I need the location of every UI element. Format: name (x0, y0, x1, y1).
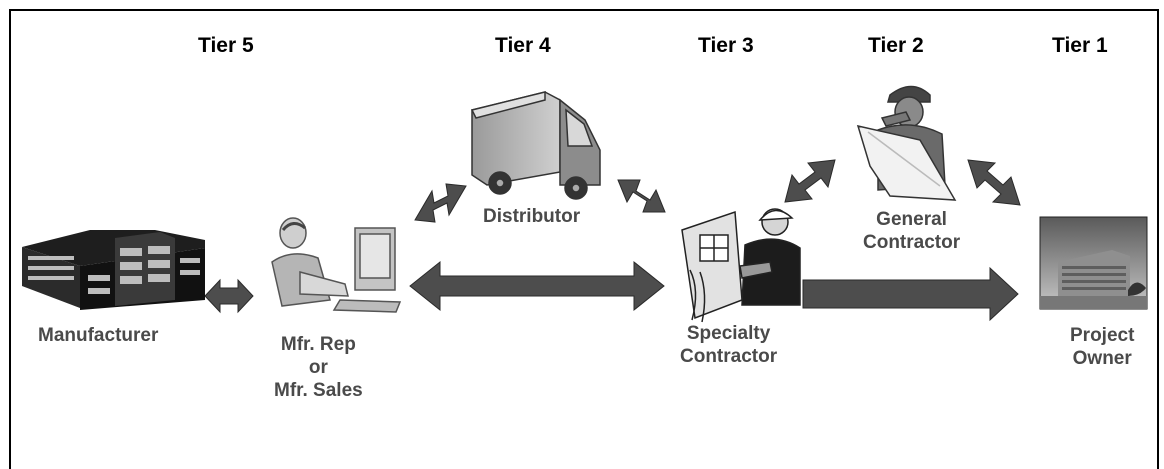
general-contractor-label: General Contractor (863, 209, 961, 253)
diagram-frame (9, 9, 1159, 469)
tier-2-heading: Tier 2 (868, 34, 924, 57)
arrow-rep-distributor (414, 183, 467, 223)
arrow-specialty-general (784, 159, 836, 203)
tier-5-heading: Tier 5 (198, 34, 254, 57)
tier-3-heading: Tier 3 (698, 34, 754, 57)
manufacturer-label: Manufacturer (38, 325, 159, 346)
salesperson-at-computer-icon (271, 217, 402, 313)
mfr-rep-label: Mfr. Rep or Mfr. Sales (274, 334, 363, 401)
arrow-rep-specialty (409, 260, 665, 312)
arrow-distributor-specialty (617, 179, 666, 213)
arrow-general-owner (967, 159, 1021, 206)
factory-building-icon (22, 230, 205, 310)
specialty-contractor-label: Specialty Contractor (680, 323, 778, 367)
distributor-label: Distributor (483, 206, 581, 227)
tier-4-heading: Tier 4 (495, 34, 551, 57)
office-building-photo-icon (1039, 216, 1148, 310)
arrow-specialty-owner (802, 266, 1019, 322)
project-owner-label: Project Owner (1070, 325, 1135, 369)
arrow-manufacturer-rep (204, 278, 254, 314)
builder-with-blueprint-icon (856, 85, 957, 201)
tier-1-heading: Tier 1 (1052, 34, 1108, 57)
delivery-truck-icon (470, 91, 601, 200)
electrician-at-panel-icon (681, 208, 801, 323)
